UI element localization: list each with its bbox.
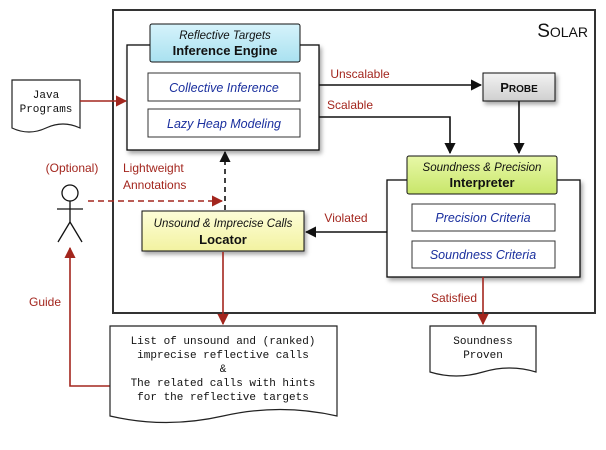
soundness-criteria-label: Soundness Criteria: [430, 248, 536, 262]
unsound-calls-list-document: List of unsound and (ranked) imprecise r…: [109, 325, 338, 424]
collective-inference-label: Collective Inference: [169, 81, 279, 95]
precision-criteria-label: Precision Criteria: [435, 211, 530, 225]
interpreter-subtitle: Soundness & Precision: [423, 162, 542, 174]
soundness-criteria-box: [411, 240, 556, 269]
java-label-2: Programs: [20, 104, 73, 116]
label-scalable: Scalable: [327, 98, 373, 112]
label-violated: Violated: [324, 211, 367, 225]
label-annotations: Annotations: [123, 178, 186, 192]
lazy-heap-box: [147, 108, 301, 138]
locator-subtitle: Unsound & Imprecise Calls: [154, 218, 293, 230]
interpreter-header: [406, 155, 558, 195]
label-satisfied: Satisfied: [431, 291, 477, 305]
inference-engine-title: Inference Engine: [173, 43, 278, 58]
label-unscalable: Unscalable: [330, 67, 390, 81]
label-guide: Guide: [29, 295, 61, 309]
list-line-1: List of unsound and (ranked): [131, 336, 316, 348]
precision-criteria-box: [411, 203, 556, 232]
lazy-heap-label: Lazy Heap Modeling: [167, 117, 281, 131]
solar-frame: [112, 9, 596, 314]
user-stick-figure-icon: [57, 184, 83, 243]
locator-box: [141, 210, 305, 252]
list-line-2: imprecise reflective calls: [137, 350, 309, 362]
arrow-guide: [64, 246, 110, 387]
inference-engine-header: [149, 23, 301, 63]
locator-title: Locator: [199, 232, 247, 247]
proven-line-2: Proven: [463, 350, 503, 362]
collective-inference-box: [147, 72, 301, 102]
list-line-4: The related calls with hints: [131, 378, 316, 390]
solar-title: SOLAR: [537, 21, 588, 42]
probe-label: PROBE: [500, 80, 538, 95]
proven-line-1: Soundness: [453, 336, 512, 348]
label-lightweight: Lightweight: [123, 161, 184, 175]
java-label-1: Java: [33, 90, 60, 102]
java-programs-document: Java Programs: [11, 79, 81, 133]
soundness-proven-document: Soundness Proven: [429, 325, 537, 377]
list-line-5: for the reflective targets: [137, 392, 309, 404]
list-line-3: &: [220, 364, 227, 376]
inference-engine-subtitle: Reflective Targets: [179, 30, 271, 42]
label-optional: (Optional): [46, 161, 99, 175]
arrow-scalable: [319, 116, 456, 155]
interpreter-title: Interpreter: [449, 175, 514, 190]
